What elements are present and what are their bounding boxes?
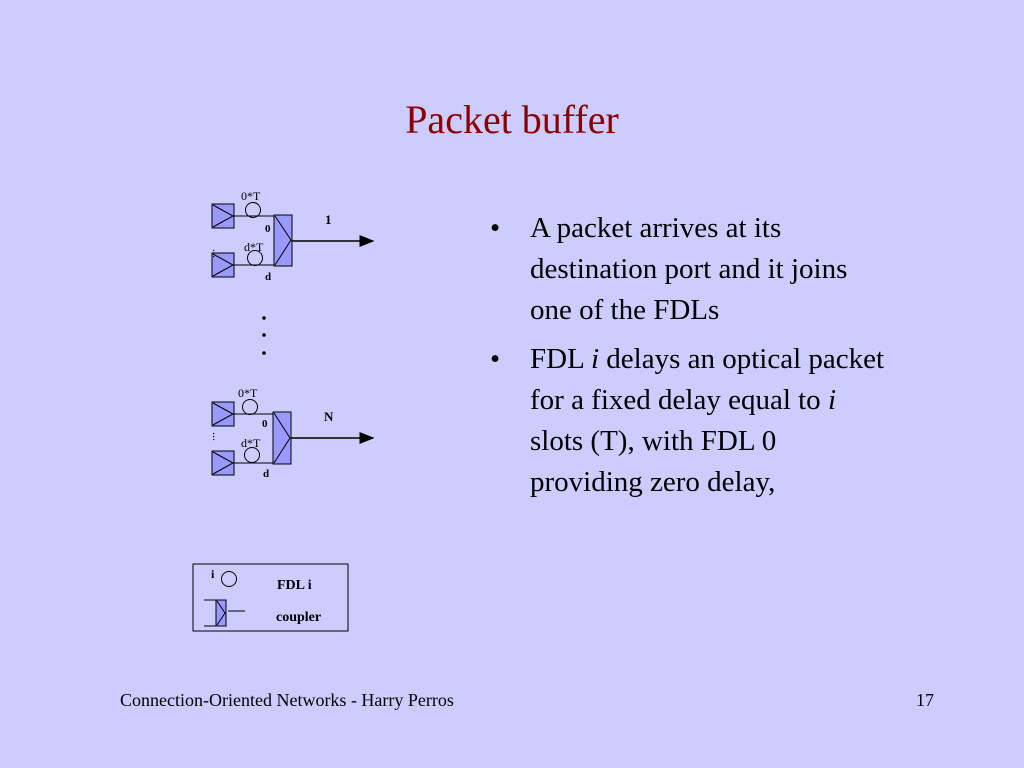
output-port-1: 0*T 0 d*T d ... 1 [210,189,375,283]
output-label: 1 [325,212,332,227]
fdl-delay-label-d: d*T [241,436,261,450]
splitter-0-triangle [212,204,235,228]
fdl-0-delay [242,399,258,415]
footer-text: Connection-Oriented Networks - Harry Per… [120,690,454,710]
legend-coupler-label: coupler [276,610,321,625]
splitter-0-triangle [212,402,235,426]
legend-fdl-icon [221,571,237,587]
coupler [273,214,293,267]
splitter-d [211,450,235,476]
fdl-d-delay [247,250,263,266]
coupler-triangle [273,412,291,464]
output-label: N [324,409,334,424]
coupler [272,411,292,465]
splitter-d-triangle [212,253,235,277]
fdl-delay-label-0: 0*T [238,386,258,400]
fdl-0-delay [245,202,261,218]
splitter-0 [211,401,235,427]
legend-coupler-icon [215,599,227,627]
fdl-ellipsis: ... [210,432,224,441]
fdl-index-label-0: 0 [262,418,268,430]
splitter-d-triangle [212,451,235,475]
fdl-d-delay [244,447,260,463]
output-port-n: 0*T 0 d*T d ... N [210,386,375,480]
coupler-triangle [274,215,292,266]
bullet-item: • A packet arrives at its destination po… [490,208,890,331]
fdl-index-label-d: d [263,468,269,480]
fdl-delay-label-d: d*T [244,240,264,254]
page-number: 17 [916,690,934,710]
bullet-list: • A packet arrives at its destination po… [490,208,890,511]
bullet-item: • FDL i delays an optical packet for a f… [490,339,890,503]
legend: i FDL i coupler [192,563,349,632]
bullet-dot: • [490,343,501,375]
port-ellipsis [262,316,266,355]
splitter-0 [211,203,235,229]
fdl-index-label-d: d [265,271,271,283]
legend-box [192,563,349,632]
bullet-dot: • [490,212,501,244]
bullet-text: FDL i delays an optical packet for a fix… [530,343,885,498]
legend-fdl-index: i [211,567,215,581]
fdl-index-label-0: 0 [265,223,271,235]
slide-title: Packet buffer [405,97,619,142]
bullet-text: A packet arrives at its destination port… [530,212,848,326]
fdl-ellipsis: ... [210,249,224,258]
legend-fdl-label: FDL i [277,578,312,593]
fdl-delay-label-0: 0*T [241,189,261,203]
